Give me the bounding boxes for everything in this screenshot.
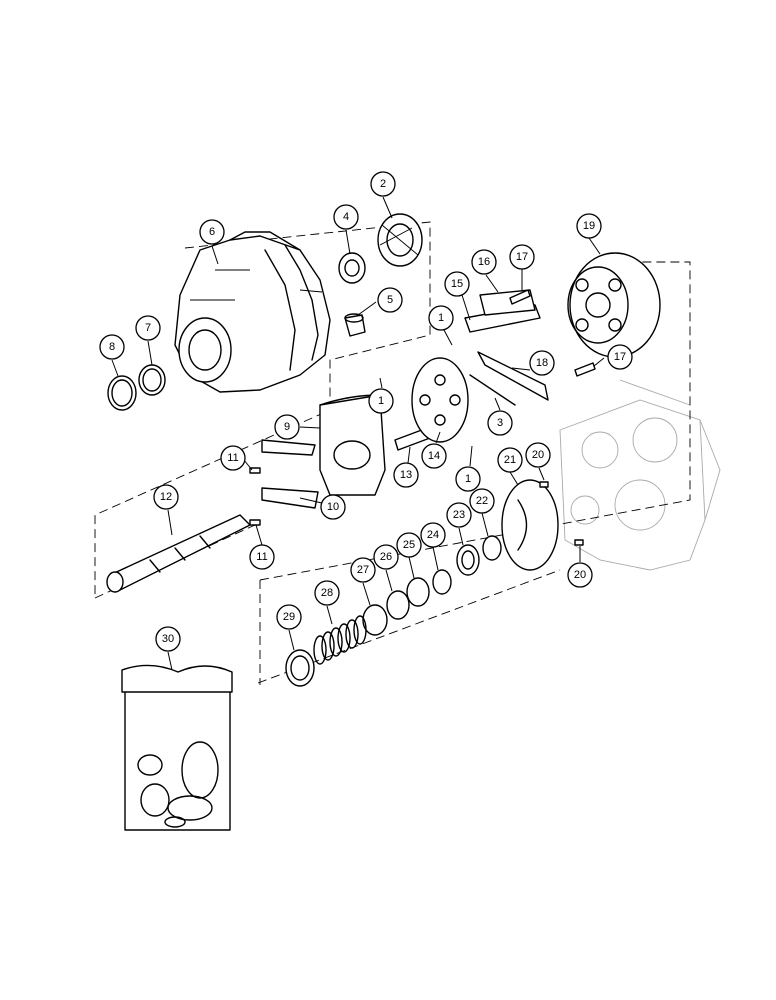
callout-13: 13: [393, 462, 419, 488]
callout-4: 4: [333, 204, 359, 230]
callout-5: 5: [377, 287, 403, 313]
svg-text:11: 11: [256, 551, 267, 563]
callouts: 6 2 4 5 7 8 9 10 11 11 12 13 14 15 16 17…: [99, 171, 633, 652]
bearing-shells: [261, 439, 319, 509]
svg-text:9: 9: [284, 421, 290, 433]
svg-text:3: 3: [497, 417, 503, 429]
svg-text:30: 30: [162, 633, 174, 645]
callout-10: 10: [320, 494, 346, 520]
svg-text:16: 16: [478, 256, 490, 268]
ghost-housing: [559, 379, 721, 571]
callout-22: 22: [469, 488, 495, 514]
svg-text:5: 5: [387, 294, 393, 306]
brackets: [464, 289, 549, 406]
motor-housing: [174, 231, 331, 393]
callout-16: 16: [471, 249, 497, 275]
bolts-17: [509, 289, 596, 377]
svg-text:27: 27: [357, 564, 369, 576]
callout-9: 9: [274, 414, 300, 440]
callout-21: 21: [497, 447, 523, 473]
callout-27: 27: [350, 557, 376, 583]
callout-3: 3: [487, 410, 513, 436]
svg-text:1: 1: [438, 312, 444, 324]
pins-11: [249, 467, 261, 526]
callout-23: 23: [446, 502, 472, 528]
callout-1-lower: 1: [455, 466, 481, 492]
callout-18: 18: [529, 350, 555, 376]
svg-text:1: 1: [378, 395, 384, 407]
svg-text:29: 29: [283, 611, 295, 623]
callout-25: 25: [396, 532, 422, 558]
pins-20: [539, 481, 584, 546]
callout-15: 15: [444, 271, 470, 297]
callout-7: 7: [135, 315, 161, 341]
svg-text:21: 21: [504, 454, 516, 466]
svg-text:13: 13: [400, 469, 412, 481]
snap-rings: [107, 364, 166, 411]
plug: [344, 313, 366, 337]
svg-text:1: 1: [465, 473, 471, 485]
piston-and-plate: [394, 357, 469, 451]
svg-text:22: 22: [476, 495, 488, 507]
svg-text:15: 15: [451, 278, 463, 290]
svg-text:28: 28: [321, 587, 333, 599]
svg-text:6: 6: [209, 226, 215, 238]
callout-26: 26: [373, 544, 399, 570]
svg-text:10: 10: [327, 501, 339, 513]
svg-text:2: 2: [380, 178, 386, 190]
svg-text:18: 18: [536, 357, 548, 369]
svg-text:4: 4: [343, 211, 349, 223]
svg-text:25: 25: [403, 539, 415, 551]
callout-6: 6: [199, 219, 225, 245]
callout-1-middle: 1: [368, 388, 394, 414]
callout-28: 28: [314, 580, 340, 606]
cylinder-block: [567, 252, 661, 358]
callout-8: 8: [99, 334, 125, 360]
callout-20-lower: 20: [567, 562, 593, 588]
valve-plate: [501, 479, 559, 571]
svg-text:17: 17: [614, 351, 626, 363]
svg-text:20: 20: [574, 569, 586, 581]
bushing: [338, 252, 366, 284]
callout-17-lower: 17: [607, 344, 633, 370]
svg-text:20: 20: [532, 449, 544, 461]
seal-kit-bag: [121, 664, 233, 831]
callout-29: 29: [276, 604, 302, 630]
stack-rings: [285, 535, 502, 687]
svg-text:26: 26: [380, 551, 392, 563]
callout-12: 12: [153, 484, 179, 510]
callout-11-upper: 11: [220, 445, 246, 471]
swashplate: [319, 394, 386, 496]
svg-text:12: 12: [160, 491, 172, 503]
svg-text:19: 19: [583, 220, 595, 232]
svg-text:7: 7: [145, 322, 151, 334]
callout-17-upper: 17: [509, 244, 535, 270]
svg-text:8: 8: [109, 341, 115, 353]
drive-shaft: [106, 514, 251, 593]
callout-19: 19: [576, 213, 602, 239]
callout-30: 30: [155, 626, 181, 652]
callout-11-lower: 11: [249, 544, 275, 570]
callout-1-upper: 1: [428, 305, 454, 331]
callout-2: 2: [370, 171, 396, 197]
callout-24: 24: [420, 522, 446, 548]
svg-text:24: 24: [427, 529, 439, 541]
svg-text:17: 17: [516, 251, 528, 263]
svg-text:23: 23: [453, 509, 465, 521]
svg-text:14: 14: [428, 450, 440, 462]
callout-14: 14: [421, 443, 447, 469]
leader-lines: [111, 196, 605, 671]
callout-20-upper: 20: [525, 442, 551, 468]
bearing: [377, 213, 423, 267]
svg-text:11: 11: [227, 452, 238, 464]
spring: [313, 615, 367, 665]
